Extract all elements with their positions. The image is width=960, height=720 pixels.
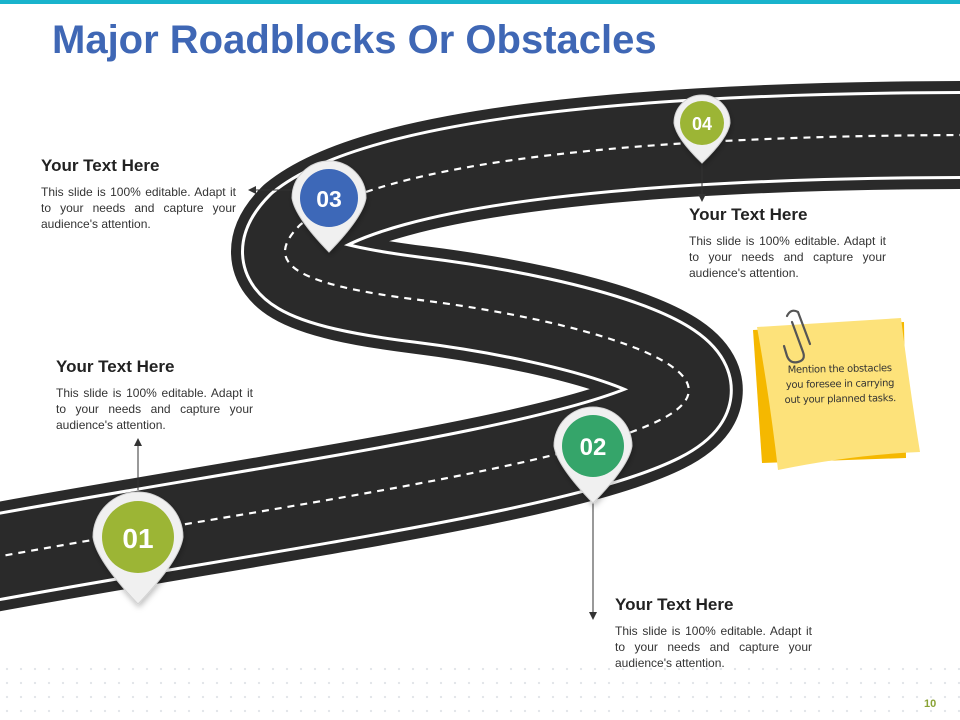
text-block-04-heading: Your Text Here [689,205,808,224]
arrow-head-01 [134,438,142,446]
marker-01 [92,491,184,605]
text-block-02-body: This slide is 100% editable. Adapt it to… [615,624,812,670]
text-block-04: Your Text Here This slide is 100% editab… [689,205,886,281]
text-block-02: Your Text Here This slide is 100% editab… [615,595,812,671]
arrow-head-04 [698,194,706,202]
text-block-03-heading: Your Text Here [41,156,160,175]
marker-03-label: 03 [316,186,342,212]
marker-02-label: 02 [580,434,607,461]
marker-01-label: 01 [122,523,153,554]
sticky-note-text: Mention the obstacles you foresee in car… [784,363,897,406]
text-block-04-body: This slide is 100% editable. Adapt it to… [689,234,886,280]
arrow-head-03 [248,186,256,194]
text-block-03: Your Text Here This slide is 100% editab… [41,156,236,232]
top-accent-bar [0,0,960,4]
marker-03-circle [300,169,358,227]
marker-02 [553,406,633,504]
marker-04 [673,94,731,164]
marker-03 [291,160,367,253]
connector-arrows [134,160,706,620]
arrow-head-02 [589,612,597,620]
dotted-background-pattern [0,662,960,720]
text-block-01-body: This slide is 100% editable. Adapt it to… [56,386,253,432]
sticky-note-front [757,318,920,470]
slide-title: Major Roadblocks Or Obstacles [52,18,657,62]
page-number: 10 [924,698,937,710]
marker-01-circle [102,501,174,573]
marker-02-circle [562,415,624,477]
marker-04-circle [680,101,724,145]
paperclip-icon [782,309,812,364]
text-block-01-heading: Your Text Here [56,357,175,376]
text-block-01: Your Text Here This slide is 100% editab… [56,357,253,433]
sticky-note [753,318,920,470]
text-block-03-body: This slide is 100% editable. Adapt it to… [41,185,236,231]
winding-road [0,81,960,612]
marker-04-label: 04 [692,114,712,134]
text-block-02-heading: Your Text Here [615,595,734,614]
